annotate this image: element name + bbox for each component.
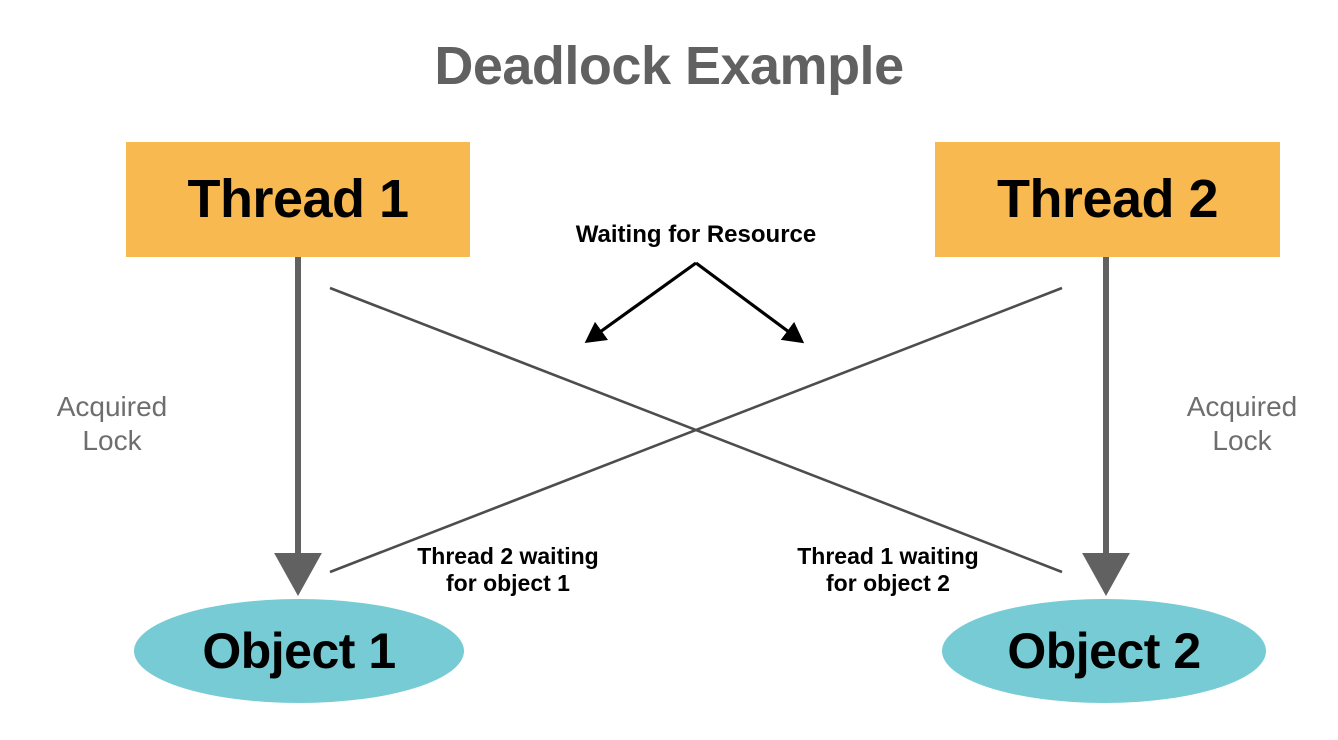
acquired-lock-left-line1: Acquired bbox=[56, 391, 168, 422]
thread1-waiting-line1: Thread 1 waiting bbox=[797, 543, 979, 569]
thread1-label: Thread 1 bbox=[187, 169, 409, 229]
acquired-lock-right-line2: Lock bbox=[1212, 425, 1272, 457]
waiting-chevron-right-arrow bbox=[695, 261, 805, 344]
acquired-lock-right-line1: Acquired bbox=[1186, 391, 1298, 422]
page-title: Deadlock Example bbox=[434, 36, 904, 96]
acquired-lock-left-line2: Lock bbox=[82, 425, 142, 457]
acquired-lock-label-left: Acquired Lock bbox=[22, 390, 202, 458]
thread2-waiting-line[interactable] bbox=[329, 286, 1063, 574]
waiting-for-resource-label: Waiting for Resource bbox=[575, 221, 817, 248]
thread1-waiting-line2: for object 2 bbox=[826, 570, 950, 597]
waiting-chevron-left-arrow bbox=[584, 261, 697, 344]
acquired-lock-label-right: Acquired Lock bbox=[1152, 390, 1332, 458]
object2-label: Object 2 bbox=[1007, 623, 1201, 679]
thread2-waiting-label: Thread 2 waiting for object 1 bbox=[378, 543, 638, 597]
object2-ellipse[interactable] bbox=[942, 599, 1266, 703]
thread1-waiting-label: Thread 1 waiting for object 2 bbox=[758, 543, 1018, 597]
thread1-box[interactable] bbox=[126, 142, 470, 257]
object1-ellipse[interactable] bbox=[134, 599, 464, 703]
object1-label: Object 1 bbox=[202, 623, 396, 679]
thread2-waiting-line2: for object 1 bbox=[446, 570, 570, 597]
thread2-waiting-line1: Thread 2 waiting bbox=[417, 543, 599, 569]
thread2-label: Thread 2 bbox=[996, 169, 1219, 229]
thread2-box[interactable] bbox=[935, 142, 1280, 257]
